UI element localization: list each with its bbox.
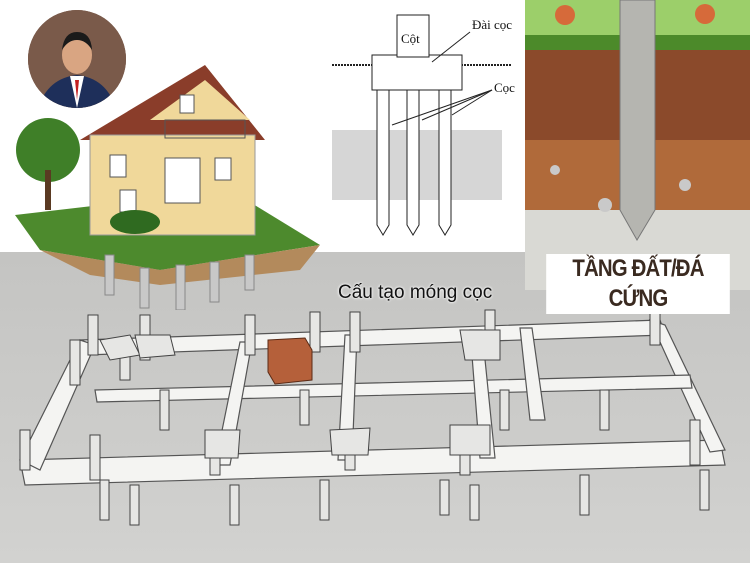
soil-layers-photo bbox=[525, 0, 750, 290]
pile-cap-label: Đài cọc bbox=[472, 17, 512, 32]
pile-label: Cọc bbox=[494, 80, 515, 95]
highlighted-pile-cap bbox=[267, 337, 313, 385]
column-label: Cột bbox=[401, 31, 420, 46]
avatar bbox=[28, 10, 126, 108]
foundation-frame-3d-model bbox=[19, 309, 726, 526]
soil-layer-label: TẦNG ĐẤT/ĐÁ CỨNG bbox=[546, 254, 730, 314]
house-on-piles-illustration bbox=[15, 65, 320, 310]
diagram-caption: Cấu tạo móng cọc bbox=[338, 282, 493, 303]
pile-foundation-diagram: Cột Đài cọc Cọc bbox=[322, 0, 522, 252]
